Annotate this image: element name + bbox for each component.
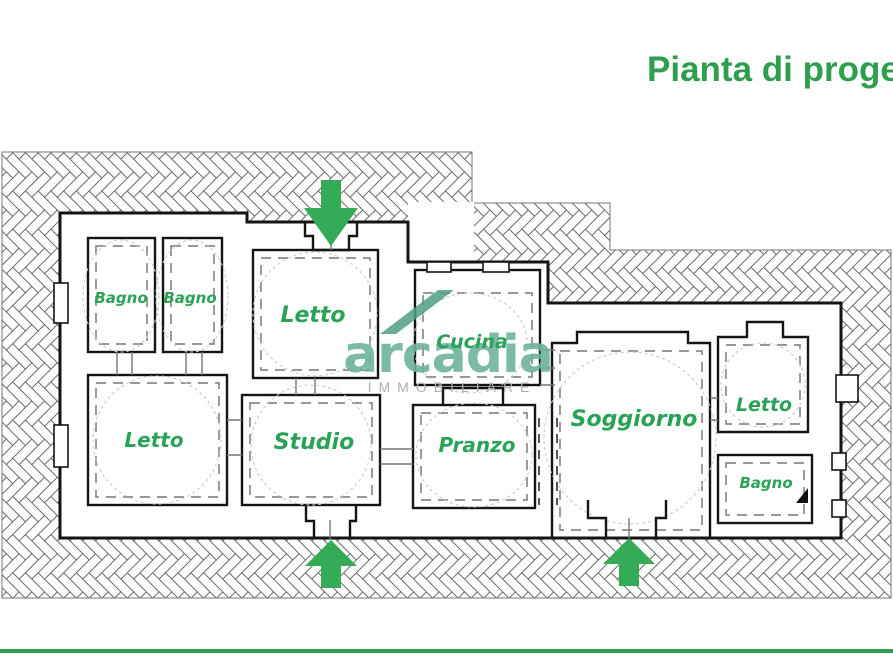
bottom-accent-line bbox=[0, 649, 893, 653]
room-label-bagno-2: Bagno bbox=[163, 289, 216, 307]
dashed-perimeter bbox=[95, 245, 148, 345]
room-label-bagno-1: Bagno bbox=[94, 289, 147, 307]
hatch-notch bbox=[408, 202, 474, 264]
dashed-perimeter bbox=[725, 344, 801, 425]
dashed-perimeter bbox=[559, 350, 703, 531]
open-passage-dashes bbox=[538, 418, 558, 505]
room-label-cucina: Cucina bbox=[436, 331, 508, 353]
room-studio bbox=[240, 393, 382, 507]
door-tick bbox=[227, 419, 242, 456]
layout-circle bbox=[543, 351, 717, 525]
dashed-perimeter bbox=[725, 462, 805, 516]
room-soggiorno bbox=[550, 330, 712, 540]
room-letto-left bbox=[86, 373, 229, 507]
window-symbol bbox=[426, 261, 452, 273]
room-letto-right bbox=[716, 320, 810, 434]
entrance-arrow-up-right-icon bbox=[603, 538, 655, 586]
room-label-soggiorno: Soggiorno bbox=[571, 407, 698, 432]
pranzo-top-step bbox=[441, 386, 505, 405]
window-symbol bbox=[831, 452, 847, 471]
door-tick bbox=[380, 448, 413, 465]
room-bagno-right bbox=[716, 453, 814, 525]
window-symbol bbox=[53, 424, 69, 468]
room-pranzo bbox=[411, 403, 537, 510]
door-tick bbox=[116, 352, 133, 375]
room-label-bagno-right: Bagno bbox=[739, 474, 792, 492]
room-cucina bbox=[413, 268, 542, 387]
door-tick bbox=[540, 349, 555, 386]
dashed-perimeter bbox=[420, 412, 528, 501]
layout-circle bbox=[720, 342, 806, 428]
layout-circle bbox=[250, 384, 372, 506]
page-title: Pianta di progetto bbox=[647, 50, 893, 89]
layout-circle bbox=[415, 402, 533, 508]
layout-circle bbox=[412, 292, 528, 394]
room-label-studio: Studio bbox=[274, 430, 354, 455]
window-symbol bbox=[53, 282, 69, 324]
entrance-arrow-up-left-icon bbox=[305, 540, 357, 588]
room-label-letto-left: Letto bbox=[124, 428, 183, 452]
dashed-perimeter bbox=[260, 257, 371, 371]
dashed-perimeter bbox=[249, 402, 373, 498]
window-symbol bbox=[831, 499, 847, 518]
brand-name: arcadia bbox=[343, 325, 553, 385]
room-label-pranzo: Pranzo bbox=[438, 433, 515, 457]
logo-roof-stripe-icon bbox=[380, 290, 454, 334]
door-tick bbox=[295, 378, 316, 395]
corner-marker-icon bbox=[796, 488, 808, 503]
door-tick bbox=[329, 518, 630, 540]
watermark-logo: arcadia IMMOBILIARE bbox=[343, 290, 554, 395]
layout-circle bbox=[82, 239, 160, 353]
layout-circle bbox=[155, 239, 229, 353]
door-tick bbox=[185, 352, 203, 375]
window-symbol bbox=[835, 374, 859, 403]
window-symbol bbox=[482, 261, 510, 273]
entrance-porch-bottom-left bbox=[304, 505, 358, 540]
dashed-perimeter bbox=[95, 382, 220, 498]
room-label-letto-top: Letto bbox=[280, 303, 345, 328]
layout-circle bbox=[252, 251, 378, 377]
entrance-arrow-down-icon bbox=[304, 180, 358, 246]
layout-circle bbox=[92, 375, 222, 505]
entrance-porch-bottom-right bbox=[586, 500, 668, 540]
room-label-letto-right: Letto bbox=[736, 394, 792, 416]
door-tick bbox=[710, 397, 718, 421]
brand-subtitle: IMMOBILIARE bbox=[368, 379, 537, 395]
dashed-perimeter bbox=[170, 245, 215, 345]
